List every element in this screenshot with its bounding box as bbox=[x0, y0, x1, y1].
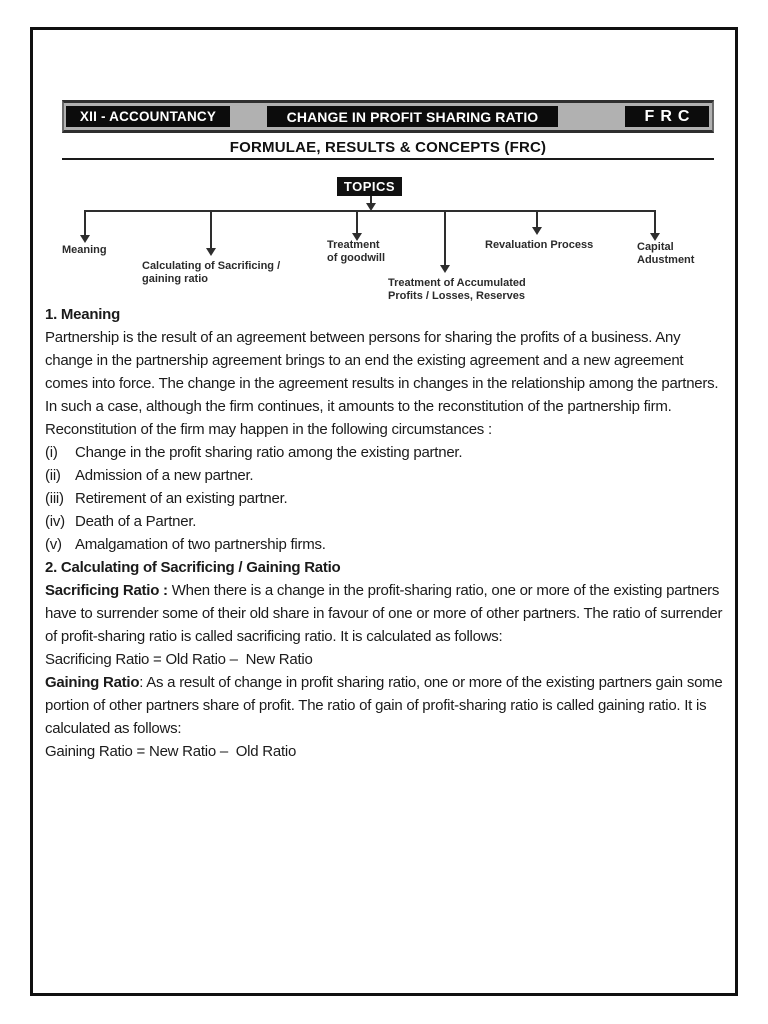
section-2-heading: 2. Calculating of Sacrificing / Gaining … bbox=[45, 559, 341, 576]
list-marker: (iv) bbox=[45, 513, 65, 530]
branch-label-accumulated: Treatment of Accumulated Profits / Losse… bbox=[388, 277, 526, 303]
branch-line-capital bbox=[654, 210, 656, 234]
list-item-text: Amalgamation of two partnership firms. bbox=[75, 536, 326, 553]
frc-logo-label: FRC bbox=[644, 107, 696, 125]
branch-label-capital: Capital Adustment bbox=[637, 241, 694, 267]
branch-label-line: Calculating of Sacrificing / bbox=[142, 260, 281, 272]
list-item-text: Change in the profit sharing ratio among… bbox=[75, 444, 463, 461]
gaining-ratio-formula: Gaining Ratio = New Ratio – Old Ratio bbox=[45, 743, 297, 760]
branch-label-line: of goodwill bbox=[327, 252, 386, 264]
topics-arrow-line bbox=[370, 196, 372, 204]
branch-label-goodwill: Treatment of goodwill bbox=[327, 239, 385, 265]
branch-line-accumulated bbox=[444, 210, 446, 266]
list-item-text: Retirement of an existing partner. bbox=[75, 490, 288, 507]
sacrificing-ratio-term: Sacrificing Ratio : bbox=[45, 582, 172, 599]
list-item: (i) Change in the profit sharing ratio a… bbox=[45, 441, 729, 464]
branch-label-line: Adustment bbox=[637, 254, 695, 266]
header-bar: XII - ACCOUNTANCY CHANGE IN PROFIT SHARI… bbox=[62, 100, 714, 133]
branch-label-line: Meaning bbox=[62, 244, 107, 256]
branch-line-goodwill bbox=[356, 210, 358, 234]
gaining-ratio-term: Gaining Ratio bbox=[45, 674, 140, 691]
arrowhead-icon bbox=[650, 233, 660, 241]
gaining-ratio-paragraph: Gaining Ratio: As a result of change in … bbox=[45, 671, 729, 740]
section-1-paragraph: Partnership is the result of an agreemen… bbox=[45, 329, 719, 438]
sacrificing-ratio-paragraph: Sacrificing Ratio : When there is a chan… bbox=[45, 579, 729, 648]
sacrificing-ratio-formula: Sacrificing Ratio = Old Ratio – New Rati… bbox=[45, 651, 313, 668]
branch-label-line: Treatment bbox=[327, 239, 380, 251]
list-marker: (i) bbox=[45, 444, 58, 461]
title-divider bbox=[62, 158, 714, 160]
branch-label-line: Revaluation Process bbox=[485, 239, 594, 251]
list-item: (v) Amalgamation of two partnership firm… bbox=[45, 533, 729, 556]
list-item: (ii) Admission of a new partner. bbox=[45, 464, 729, 487]
arrowhead-icon bbox=[440, 265, 450, 273]
gaining-ratio-text: : As a result of change in profit sharin… bbox=[45, 674, 723, 737]
list-item: (iii) Retirement of an existing partner. bbox=[45, 487, 729, 510]
chapter-badge: CHANGE IN PROFIT SHARING RATIO bbox=[267, 106, 558, 127]
branch-label-sacrificing: Calculating of Sacrificing / gaining rat… bbox=[142, 260, 280, 286]
list-item-text: Admission of a new partner. bbox=[75, 467, 254, 484]
list-marker: (iii) bbox=[45, 490, 64, 507]
course-badge: XII - ACCOUNTANCY bbox=[66, 106, 230, 127]
frc-logo: FRC bbox=[625, 106, 709, 127]
topics-arrowhead-icon bbox=[366, 203, 376, 211]
branch-label-line: Profits / Losses, Reserves bbox=[388, 290, 525, 302]
section-1-heading: 1. Meaning bbox=[45, 306, 121, 323]
topics-node: TOPICS bbox=[337, 177, 402, 196]
course-badge-label: XII - ACCOUNTANCY bbox=[79, 109, 217, 124]
list-item: (iv) Death of a Partner. bbox=[45, 510, 729, 533]
arrowhead-icon bbox=[206, 248, 216, 256]
branch-label-line: Treatment of Accumulated bbox=[388, 277, 526, 289]
list-marker: (v) bbox=[45, 536, 62, 553]
page-title: FORMULAE, RESULTS & CONCEPTS (FRC) bbox=[229, 139, 547, 156]
arrowhead-icon bbox=[352, 233, 362, 241]
branch-line-revaluation bbox=[536, 210, 538, 228]
chapter-badge-label: CHANGE IN PROFIT SHARING RATIO bbox=[286, 108, 539, 125]
branch-label-line: Capital bbox=[637, 241, 674, 253]
arrowhead-icon bbox=[532, 227, 542, 235]
branch-label-revaluation: Revaluation Process bbox=[485, 239, 593, 252]
sacrificing-ratio-text: When there is a change in the profit-sha… bbox=[45, 582, 723, 645]
branch-label-meaning: Meaning bbox=[62, 244, 107, 257]
branch-line-meaning bbox=[84, 210, 86, 236]
content-area: 1. Meaning Partnership is the result of … bbox=[45, 303, 729, 763]
branch-label-line: gaining ratio bbox=[142, 273, 208, 285]
diagram-branch-line bbox=[85, 210, 656, 212]
list-marker: (ii) bbox=[45, 467, 61, 484]
branch-line-sacrificing bbox=[210, 210, 212, 249]
list-item-text: Death of a Partner. bbox=[75, 513, 197, 530]
arrowhead-icon bbox=[80, 235, 90, 243]
